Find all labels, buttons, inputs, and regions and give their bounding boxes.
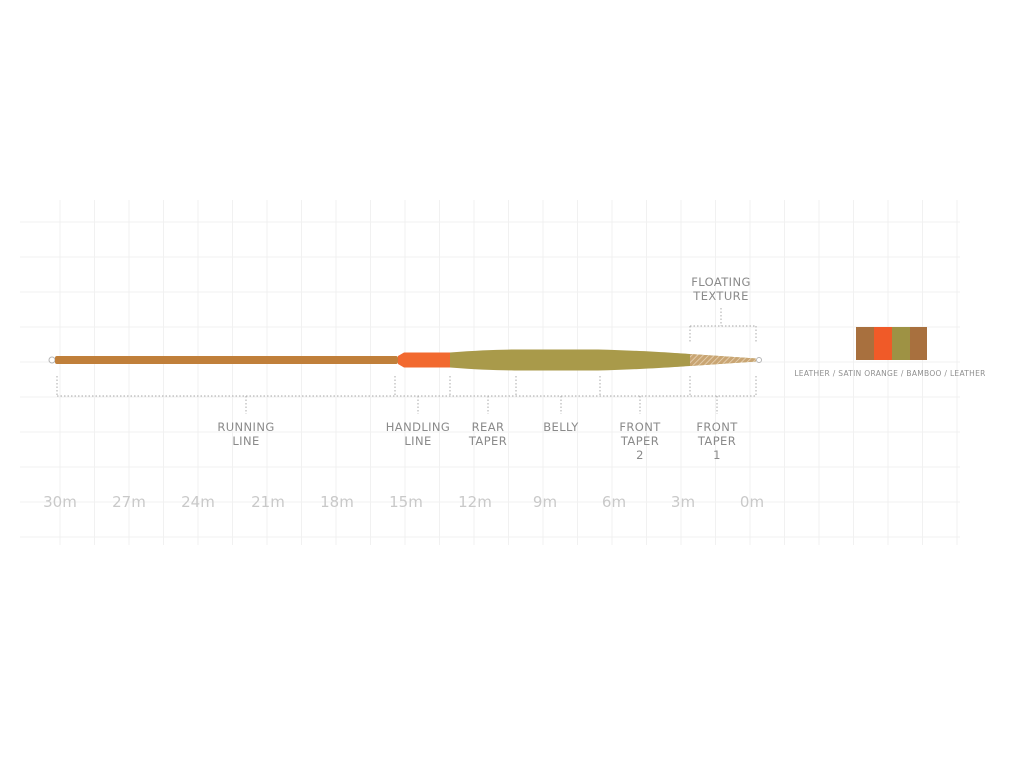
distance-tick-label: 18m xyxy=(320,493,354,511)
distance-tick-label: 24m xyxy=(181,493,215,511)
distance-tick-label: 30m xyxy=(43,493,77,511)
front-taper-2-label: FRONT TAPER 2 xyxy=(619,420,661,462)
distance-tick-label: 27m xyxy=(112,493,146,511)
segment-labels: RUNNING LINE HANDLING LINE REAR TAPER BE… xyxy=(217,420,738,462)
floating-texture-label-line1: FLOATING xyxy=(691,275,751,289)
distance-tick-label: 6m xyxy=(602,493,626,511)
handling-line-label: HANDLING LINE xyxy=(386,420,451,448)
fly-line xyxy=(48,349,762,371)
handling-line-segment xyxy=(398,352,450,368)
floating-texture-section xyxy=(690,354,756,366)
running-line-segment xyxy=(55,356,398,364)
rear-taper-label: REAR TAPER xyxy=(468,420,507,448)
color-swatch: LEATHER / SATIN ORANGE / BAMBOO / LEATHE… xyxy=(794,327,985,378)
background-grid xyxy=(20,200,960,545)
distance-tick-label: 9m xyxy=(533,493,557,511)
swatch-leather xyxy=(910,327,927,360)
front-loop-icon xyxy=(756,357,762,363)
taper-belly-segment xyxy=(450,349,756,371)
distance-tick-label: 21m xyxy=(251,493,285,511)
distance-tick-label: 12m xyxy=(458,493,492,511)
front-taper-1-label-word1: FRONT xyxy=(696,420,738,434)
running-line-label-word2: LINE xyxy=(232,434,259,448)
handling-line-label-word1: HANDLING xyxy=(386,420,451,434)
rear-loop-icon xyxy=(48,356,56,364)
swatch-caption: LEATHER / SATIN ORANGE / BAMBOO / LEATHE… xyxy=(794,369,985,378)
distance-scale: 30m 27m 24m 21m 18m 15m 12m 9m 6m 3m 0m xyxy=(43,493,764,511)
front-taper-2-label-word2: TAPER xyxy=(620,434,659,448)
belly-label: BELLY xyxy=(543,420,579,434)
swatch-leather xyxy=(856,327,874,360)
running-line-label: RUNNING LINE xyxy=(217,420,274,448)
belly-label-word1: BELLY xyxy=(543,420,579,434)
handling-line-label-word2: LINE xyxy=(404,434,431,448)
rear-taper-label-word1: REAR xyxy=(472,420,505,434)
distance-tick-label: 0m xyxy=(740,493,764,511)
front-taper-2-label-word3: 2 xyxy=(636,448,644,462)
distance-tick-label: 15m xyxy=(389,493,423,511)
segment-brackets xyxy=(56,376,757,414)
floating-texture-label-line2: TEXTURE xyxy=(692,289,748,303)
running-line-label-word1: RUNNING xyxy=(217,420,274,434)
swatch-bamboo xyxy=(892,327,910,360)
front-taper-1-label-word3: 1 xyxy=(713,448,721,462)
distance-tick-label: 3m xyxy=(671,493,695,511)
floating-texture-callout: FLOATING TEXTURE xyxy=(689,275,757,343)
front-taper-1-label-word2: TAPER xyxy=(697,434,736,448)
rear-taper-label-word2: TAPER xyxy=(468,434,507,448)
front-taper-2-label-word1: FRONT xyxy=(619,420,661,434)
front-taper-1-label: FRONT TAPER 1 xyxy=(696,420,738,462)
swatch-satin-orange xyxy=(874,327,892,360)
